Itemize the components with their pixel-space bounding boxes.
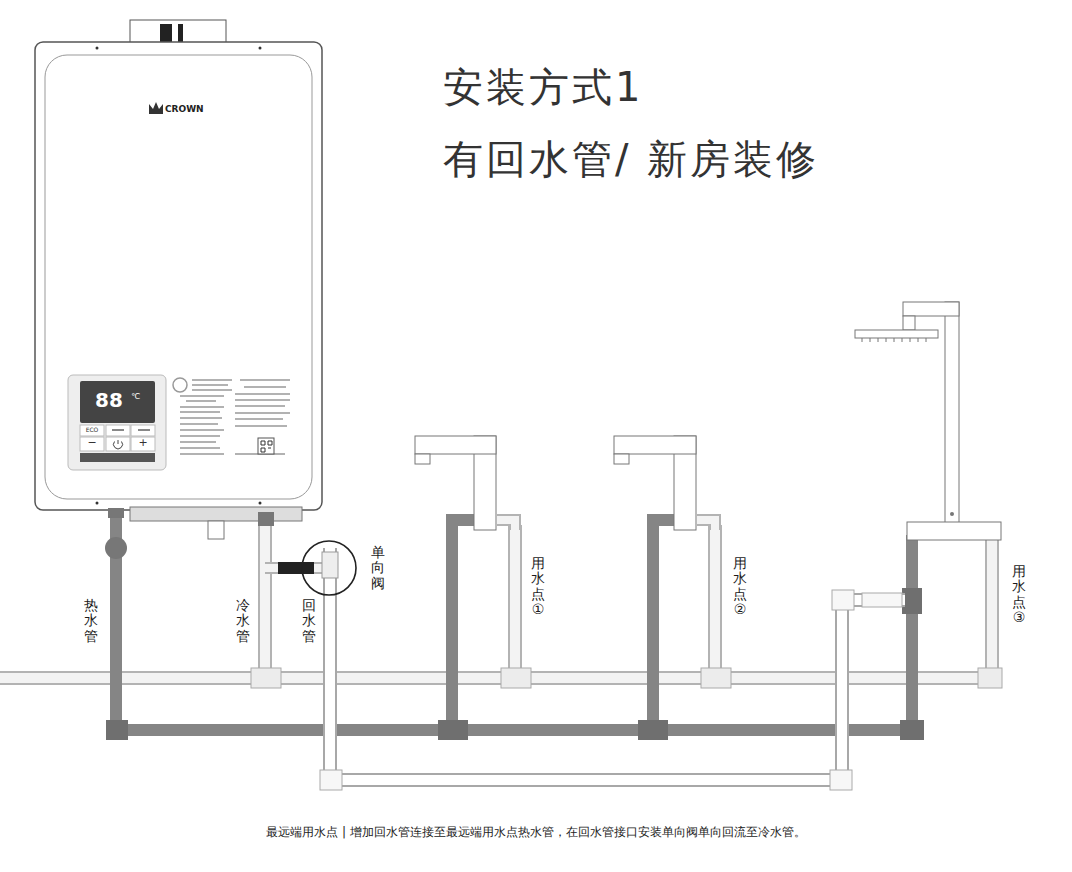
pipe-label: 回水管 [302, 598, 316, 644]
hot-water-pipe [116, 512, 912, 730]
check-valve [278, 541, 356, 595]
outlet-label: 用水点① [531, 556, 545, 618]
button-label: + [135, 436, 151, 449]
brand-name: CROWN [165, 104, 204, 114]
shower [855, 302, 1001, 540]
subtitle: 有回水管/ 新房装修 [443, 132, 819, 187]
display-digits: 88 [95, 388, 123, 412]
button-label: − [84, 436, 100, 449]
faucet [614, 436, 715, 530]
faucet [415, 436, 515, 530]
valve-label: 单向阀 [371, 545, 385, 591]
title: 安装方式1 [443, 60, 643, 115]
water-heater [35, 20, 322, 539]
pipe-fitting [320, 590, 902, 790]
caption: 最远端用水点 | 增加回水管连接至最远端用水点热水管，在回水管接口安装单向阀单向… [0, 824, 1072, 841]
valve [105, 537, 127, 559]
return-water-pipe [330, 548, 905, 780]
pipe-label: 热水管 [84, 598, 98, 644]
pipe-fitting [251, 668, 1002, 688]
pipe-fitting [106, 588, 924, 740]
outlet-label: 用水点③ [1012, 564, 1026, 626]
outlet-label: 用水点② [733, 556, 747, 618]
button-label: ECO [84, 426, 100, 433]
display-unit: ℃ [131, 392, 140, 401]
pipe-label: 冷水管 [236, 598, 250, 644]
